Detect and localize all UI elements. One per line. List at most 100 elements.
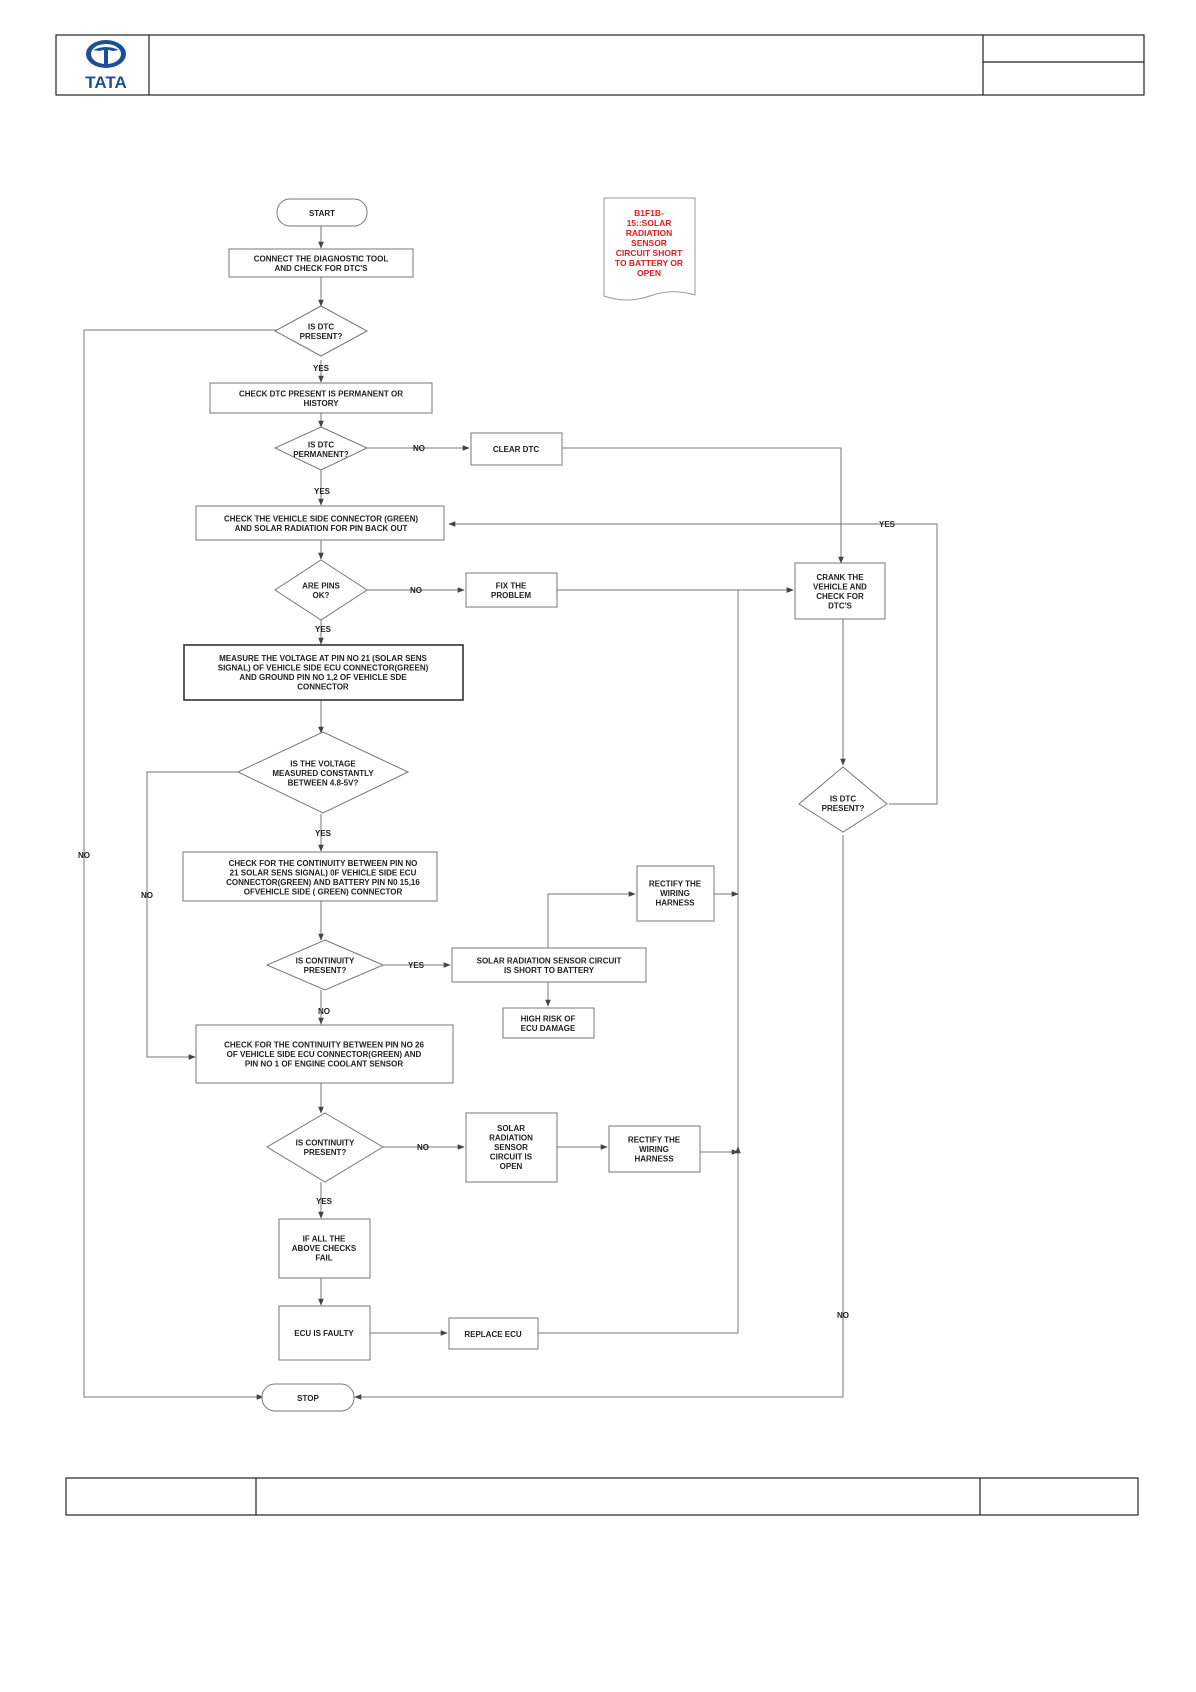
ecu-faulty-label: ECU IS FAULTY [294,1329,354,1338]
check-permanent-box [209,382,433,414]
label-line: SIGNAL) OF VEHICLE SIDE ECU CONNECTOR(GR… [218,663,429,672]
label-line: HARNESS [634,1155,674,1164]
label-no-continuity1: NO [318,1007,330,1016]
label-yes-voltage: YES [315,829,332,838]
label-line: HIGH RISK OF [521,1014,576,1023]
label-line: WIRING [639,1145,669,1154]
stop-terminal [261,1383,355,1412]
label-yes-permanent: YES [314,487,331,496]
start-label: START [309,209,335,218]
label-line: ECU DAMAGE [521,1024,576,1033]
check-continuity-battery-box [182,851,438,902]
label-line: FAIL [315,1254,332,1263]
label-line: RADIATION [626,228,673,238]
label-line: 15::SOLAR [627,218,672,228]
label-line: RADIATION [489,1134,533,1143]
label-line: OPEN [500,1162,523,1171]
label-line: CIRCUIT IS [490,1153,533,1162]
label-line: AND SOLAR RADIATION FOR PIN BACK OUT [235,524,408,533]
label-yes-continuity2: YES [316,1197,333,1206]
label-line: OPEN [637,268,661,278]
check-connector-box [195,505,445,541]
dtc-present-2-diamond [798,766,888,833]
label-line: PERMANENT? [293,450,349,459]
start-terminal [276,198,368,227]
label-line: CONNECTOR(GREEN) AND BATTERY PIN N0 15,1… [226,878,420,887]
label-line: CIRCUIT SHORT [616,248,683,258]
measure-voltage-box [183,644,464,701]
label-line: WIRING [660,889,690,898]
label-line: CHECK FOR THE CONTINUITY BETWEEN PIN NO … [224,1041,424,1050]
label-line: VEHICLE AND [813,582,867,591]
stop-label: STOP [297,1394,319,1403]
connect-tool-box [228,248,414,278]
continuity-present-1-diamond [265,939,385,991]
label-line: DTC'S [828,601,852,610]
label-yes-dtc1: YES [313,364,330,373]
label-line: TO BATTERY OR [615,258,683,268]
replace-ecu-label: REPLACE ECU [464,1330,522,1339]
clear-dtc-box [470,432,563,466]
edge-dtc2-yes-connector [448,521,938,805]
measure-voltage-label: MEASURE THE VOLTAGE AT PIN NO 21 (SOLAR … [218,654,429,692]
label-no-continuity2: NO [417,1143,429,1152]
label-yes-dtc2: YES [879,520,896,529]
label-line: PRESENT? [300,332,343,341]
label-line: AND CHECK FOR DTC'S [274,264,368,273]
label-line: PRESENT? [304,1148,347,1157]
label-no-pins: NO [410,586,422,595]
all-checks-fail-box [278,1218,371,1279]
label-line: RECTIFY THE [628,1136,681,1145]
edge-voltage-no-coolant [146,771,240,1060]
label-line: PIN NO 1 OF ENGINE COOLANT SENSOR [245,1060,403,1069]
label-line: B1F1B- [634,208,664,218]
label-line: PROBLEM [491,591,531,600]
edge-labels: YES NO YES NO YES YES YES NO NO YES NO N… [78,364,896,1320]
footer-frame [65,1477,1139,1516]
voltage-check-diamond [236,731,410,814]
ecu-faulty-box [278,1305,371,1361]
label-line: IS CONTINUITY [296,1138,355,1147]
label-line: OF VEHICLE SIDE ECU CONNECTOR(GREEN) AND [227,1050,422,1059]
label-line: CHECK FOR THE CONTINUITY BETWEEN PIN NO [229,859,418,868]
label-line: IF ALL THE [303,1235,346,1244]
label-line: IS CONTINUITY [296,956,355,965]
label-line: OFVEHICLE SIDE ( GREEN) CONNECTOR [244,887,403,896]
tata-logo-text: TATA [85,73,127,92]
tata-logo-icon [86,40,126,68]
label-line: CRANK THE [816,573,864,582]
label-line: AND GROUND PIN NO 1,2 OF VEHICLE SDE [239,673,407,682]
dtc-note-document [603,197,696,301]
label-line: IS DTC [308,322,334,331]
label-yes-continuity1: YES [408,961,425,970]
label-yes-pins: YES [315,625,332,634]
label-no-voltage: NO [141,891,153,900]
label-line: CONNECTOR [297,682,349,691]
sensor-open-box [465,1112,558,1183]
dtc-present-1-diamond [273,305,369,357]
label-line: IS DTC [308,440,334,449]
label-line: 21 SOLAR SENS SIGNAL) 0F VEHICLE SIDE EC… [230,868,417,877]
label-line: ARE PINS [302,581,340,590]
label-line: SOLAR RADIATION SENSOR CIRCUIT [477,956,622,965]
dtc-permanent-diamond [273,426,369,471]
check-continuity-coolant-box [195,1024,454,1084]
label-line: SOLAR [497,1124,525,1133]
edge-short-rectify1 [547,891,636,950]
